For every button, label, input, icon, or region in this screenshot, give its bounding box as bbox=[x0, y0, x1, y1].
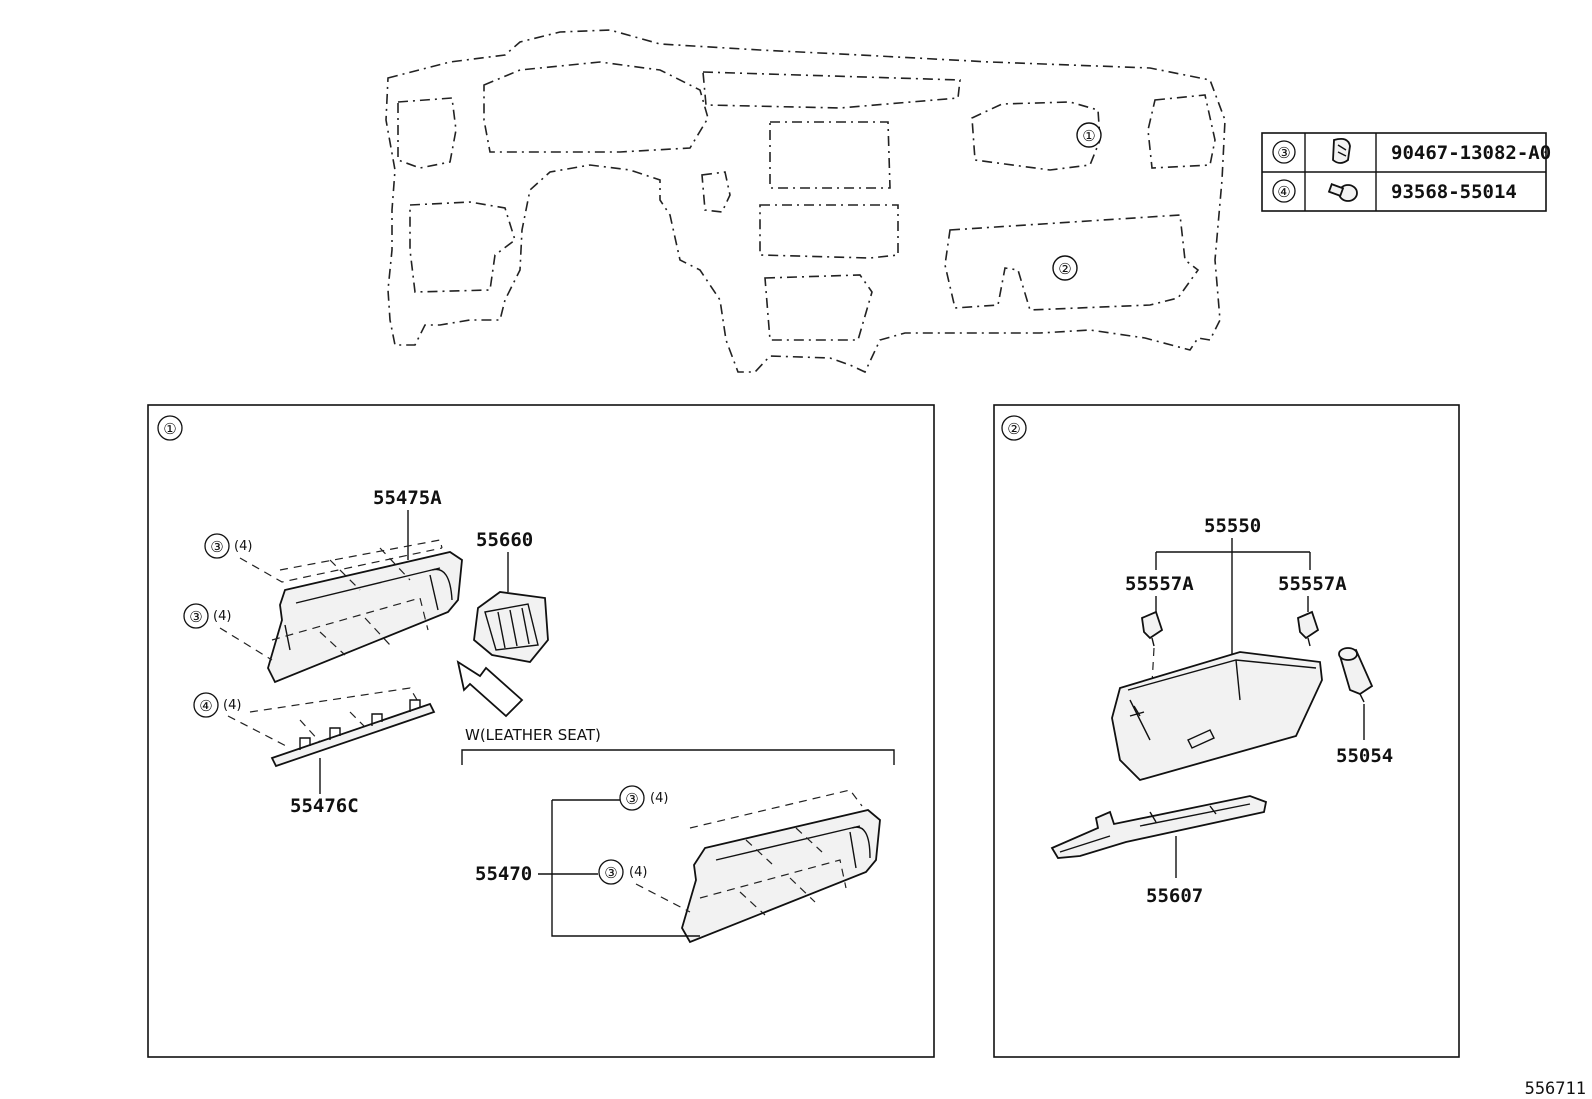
upper-center-outline bbox=[702, 71, 961, 109]
variant-caption: W(LEATHER SEAT) bbox=[465, 726, 601, 744]
clip-icon bbox=[1332, 137, 1351, 164]
lower-strip-55476C bbox=[270, 699, 436, 768]
fastener-tag-5-qty: (4) bbox=[629, 865, 647, 880]
legend-part-no-3: 90467-13082-A0 bbox=[1391, 142, 1551, 164]
label-55660: 55660 bbox=[476, 529, 533, 551]
center-display-outline bbox=[769, 121, 891, 189]
label-55054: 55054 bbox=[1336, 745, 1393, 767]
panel-2-ref: ② bbox=[1007, 420, 1020, 438]
fastener-legend-table: ③ ④ 90467-13082-A0 93568-55014 bbox=[1261, 132, 1551, 212]
fastener-tag-2-qty: (4) bbox=[213, 609, 231, 624]
lock-cylinder-55054 bbox=[1338, 647, 1374, 703]
detail-panel-2: ② 55550 55557A 55557A bbox=[993, 404, 1460, 1058]
fastener-tag-4-qty: (4) bbox=[650, 791, 668, 806]
bracket-55607 bbox=[1050, 795, 1268, 859]
dashboard-overview: ① ② bbox=[385, 29, 1226, 374]
fastener-tag-2-ref: ③ bbox=[189, 608, 202, 626]
stopper-right bbox=[1297, 610, 1320, 647]
stopper-left bbox=[1141, 610, 1164, 647]
detail-panel-1: ① 55475A ③ (4) ③ (4) 55660 bbox=[147, 404, 935, 1058]
left-vent-outline bbox=[397, 97, 457, 169]
figure-code: 556711 bbox=[1525, 1079, 1586, 1099]
side-vent-55660 bbox=[473, 591, 549, 663]
screw-icon bbox=[1327, 183, 1358, 202]
label-55550: 55550 bbox=[1204, 515, 1261, 537]
knob-outline bbox=[701, 171, 731, 213]
cluster-outline bbox=[483, 61, 709, 153]
legend-part-no-4: 93568-55014 bbox=[1391, 181, 1517, 203]
legend-ref-3: ③ bbox=[1277, 144, 1290, 162]
right-vent-outline bbox=[1147, 94, 1216, 169]
glove-box-55550 bbox=[1111, 651, 1323, 782]
legend-ref-4: ④ bbox=[1277, 183, 1290, 201]
fastener-tag-3-ref: ④ bbox=[199, 697, 212, 715]
fastener-tag-5-ref: ③ bbox=[604, 864, 617, 882]
panel-1-ref: ① bbox=[163, 420, 176, 438]
center-lower-outline bbox=[764, 274, 873, 341]
fastener-tag-1-qty: (4) bbox=[234, 539, 252, 554]
left-lower-outline bbox=[409, 201, 516, 293]
fastener-tag-4-ref: ③ bbox=[625, 790, 638, 808]
fastener-tag-3-qty: (4) bbox=[223, 698, 241, 713]
label-55557A-right: 55557A bbox=[1278, 573, 1347, 595]
variant-trim-panel-55470 bbox=[681, 809, 881, 944]
center-panel-outline bbox=[759, 204, 899, 259]
label-55476C: 55476C bbox=[290, 795, 359, 817]
upper-trim-panel bbox=[267, 551, 463, 684]
label-55607: 55607 bbox=[1146, 885, 1203, 907]
label-55475A: 55475A bbox=[373, 487, 442, 509]
direction-arrow bbox=[456, 660, 524, 718]
label-55557A-left: 55557A bbox=[1125, 573, 1194, 595]
label-55470: 55470 bbox=[475, 863, 532, 885]
fastener-tag-1-ref: ③ bbox=[210, 538, 223, 556]
dashboard-outline bbox=[385, 29, 1226, 374]
overview-callout-2: ② bbox=[1058, 260, 1071, 278]
overview-callout-1: ① bbox=[1082, 127, 1095, 145]
